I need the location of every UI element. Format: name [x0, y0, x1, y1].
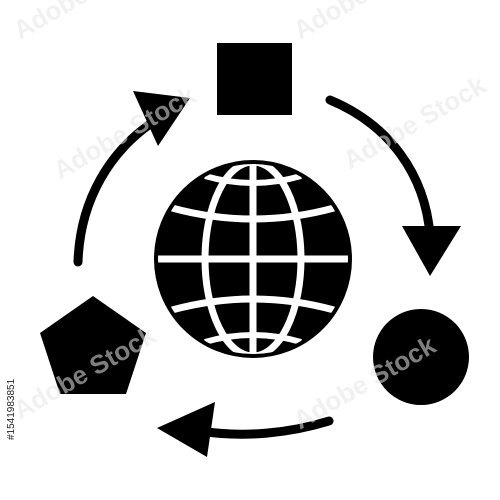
arrow-up-icon [73, 91, 190, 267]
arrow-right-icon [325, 95, 461, 276]
globe-icon [154, 158, 352, 360]
circle-shape [373, 309, 469, 405]
arrow-left-icon [157, 402, 334, 457]
square-shape [217, 43, 292, 115]
pentagon-shape [40, 296, 146, 394]
